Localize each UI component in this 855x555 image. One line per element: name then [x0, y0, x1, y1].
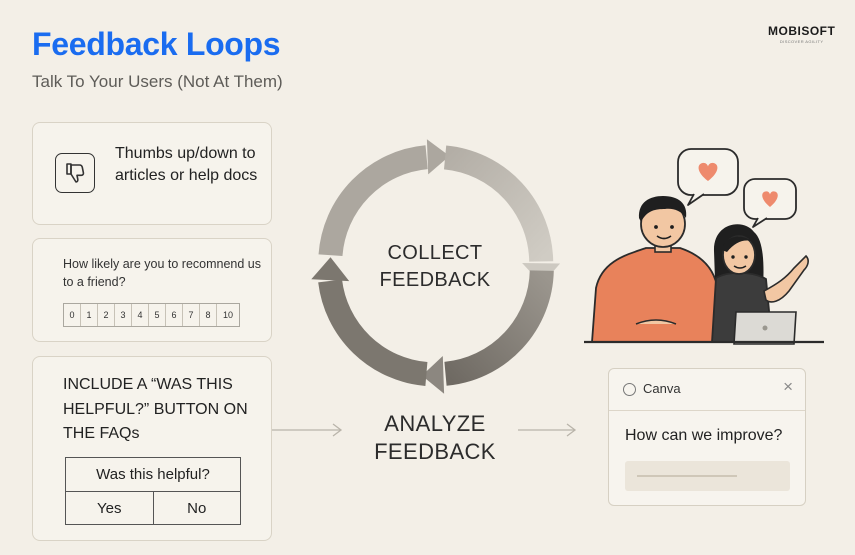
nps-score-3[interactable]: 3 — [115, 304, 132, 326]
nps-score-7[interactable]: 7 — [183, 304, 200, 326]
cycle-arc-top-left — [318, 139, 450, 257]
brand-logo: MOBISOFT DISCOVER AGILITY — [768, 24, 835, 44]
page-title: Feedback Loops — [32, 26, 281, 62]
nps-scale: 0 1 2 3 4 5 6 7 8 10 — [63, 303, 240, 327]
nps-score-6[interactable]: 6 — [166, 304, 183, 326]
nps-score-1[interactable]: 1 — [81, 304, 98, 326]
radio-circle-icon — [623, 383, 636, 396]
canva-question: How can we improve? — [625, 427, 783, 444]
yes-button[interactable]: Yes — [66, 492, 154, 525]
no-button[interactable]: No — [187, 500, 207, 517]
page-subtitle: Talk To Your Users (Not At Them) — [32, 72, 283, 91]
thumbs-feedback-card: Thumbs up/down to articles or help docs — [32, 122, 272, 225]
connector-arrow-right — [518, 423, 577, 437]
nps-score-2[interactable]: 2 — [98, 304, 115, 326]
people-illustration — [584, 148, 824, 345]
laptop-icon — [733, 311, 797, 345]
canva-feedback-popup: Canva × How can we improve? — [608, 368, 806, 506]
speech-bubble-heart-left — [677, 148, 739, 206]
nps-score-0[interactable]: 0 — [64, 304, 81, 326]
brand-tagline: DISCOVER AGILITY — [779, 39, 824, 44]
canva-popup-header: Canva × — [609, 369, 805, 411]
helpful-widget: Was this helpful? Yes No — [65, 457, 241, 525]
nps-score-4[interactable]: 4 — [132, 304, 149, 326]
brand-logo-word: MOBISOFT — [768, 24, 836, 38]
heart-icon — [762, 191, 778, 207]
nps-survey-card: How likely are you to recomnend us to a … — [32, 238, 272, 342]
close-icon[interactable]: × — [783, 377, 793, 396]
collect-feedback-label: COLLECT FEEDBACK — [379, 242, 491, 291]
man-figure — [591, 196, 723, 343]
heart-icon — [698, 162, 718, 181]
helpful-question: Was this helpful? — [66, 458, 240, 492]
analyze-feedback-label: ANALYZE FEEDBACK — [374, 411, 496, 464]
helpful-button-card: INCLUDE A “WAS THIS HELPFUL?” BUTTON ON … — [32, 356, 272, 541]
nps-score-8[interactable]: 8 — [200, 304, 217, 326]
connector-arrow-left — [272, 423, 343, 437]
nps-score-10[interactable]: 10 — [222, 310, 233, 320]
feedback-input[interactable] — [625, 461, 790, 491]
helpful-answer-row: Yes No — [66, 492, 240, 525]
speech-bubble-heart-right — [743, 178, 797, 228]
helpful-card-text: INCLUDE A “WAS THIS HELPFUL?” BUTTON ON … — [63, 376, 248, 442]
canva-app-name: Canva — [643, 381, 681, 396]
nps-score-5[interactable]: 5 — [149, 304, 166, 326]
thumbs-down-icon[interactable] — [55, 153, 95, 193]
thumbs-card-text: Thumbs up/down to articles or help docs — [115, 145, 258, 184]
nps-question: How likely are you to recomnend us to a … — [63, 257, 262, 289]
input-placeholder-line — [637, 475, 737, 477]
